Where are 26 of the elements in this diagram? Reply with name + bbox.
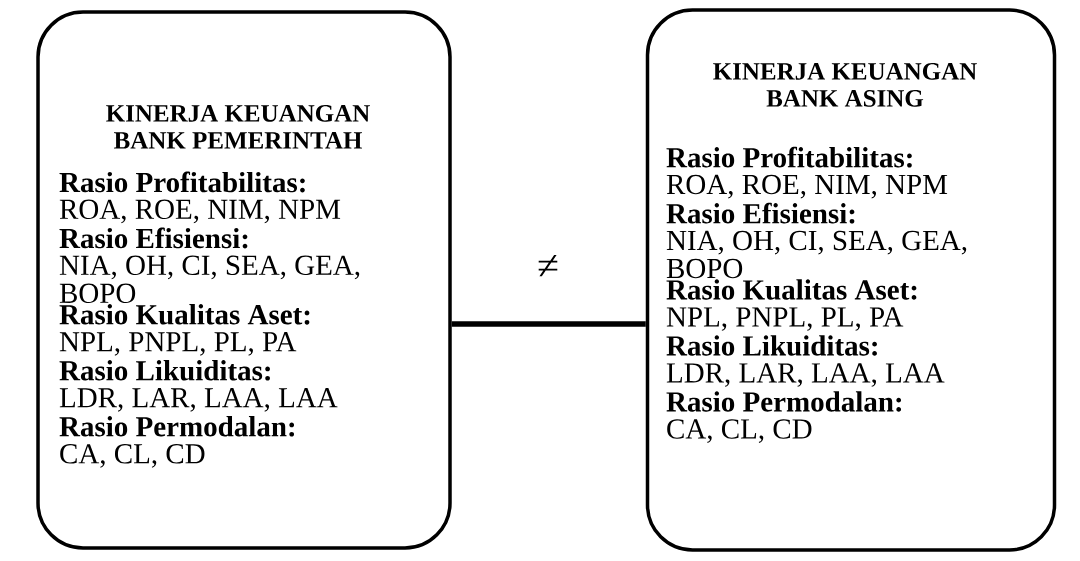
- connector-line: [451, 321, 646, 327]
- ratio-heading: Rasio Permodalan:: [666, 391, 902, 412]
- rounded-box: [36, 10, 452, 550]
- ratio-heading: Rasio Kualitas Aset:: [666, 279, 917, 300]
- ratio-heading: Rasio Profitabilitas:: [59, 171, 305, 193]
- ratio-list: ROA, ROE, NIM, NPM: [666, 174, 948, 199]
- ratio-list: NIA, OH, CI, SEA, GEA, BOPO: [666, 230, 967, 279]
- ratio-list: NPL, PNPL, PL, PA: [59, 332, 297, 356]
- ratio-heading: Rasio Likuiditas:: [59, 360, 270, 381]
- ratio-list: CA, CL, CD: [60, 444, 205, 468]
- ratio-heading: Rasio Efisiensi:: [59, 227, 248, 249]
- ratio-list: NIA, OH, CI, SEA, GEA, BOPO: [59, 255, 360, 304]
- box-heading: KINERJA KEUANGAN BANK ASING: [713, 63, 977, 107]
- ratio-heading: Rasio Efisiensi:: [666, 202, 855, 224]
- box-heading: KINERJA KEUANGAN BANK PEMERINTAH: [106, 105, 370, 149]
- ratio-list: NPL, PNPL, PL, PA: [666, 307, 904, 331]
- ratio-heading: Rasio Permodalan:: [59, 416, 295, 437]
- edge-label: ≠: [538, 255, 558, 277]
- ratio-heading: Rasio Kualitas Aset:: [59, 304, 310, 325]
- ratio-list: LDR, LAR, LAA, LAA: [666, 363, 945, 387]
- ratio-heading: Rasio Likuiditas:: [666, 335, 877, 356]
- rounded-box: [645, 8, 1057, 552]
- ratio-heading: Rasio Profitabilitas:: [666, 146, 912, 168]
- ratio-list: ROA, ROE, NIM, NPM: [59, 199, 341, 224]
- ratio-list: LDR, LAR, LAA, LAA: [59, 388, 338, 412]
- ratio-list: CA, CL, CD: [667, 419, 812, 443]
